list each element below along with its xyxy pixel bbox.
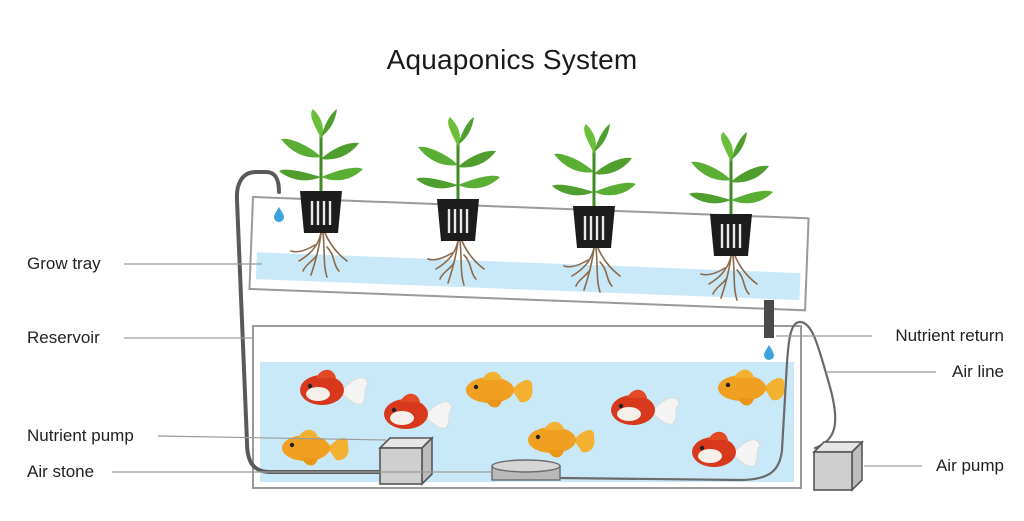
label-air-line: Air line <box>952 362 1004 381</box>
air-line-tube <box>558 320 837 482</box>
nutrient-pump-leader <box>157 435 387 441</box>
air-stone-icon <box>491 459 561 481</box>
nutrient-return-pipe <box>764 300 774 338</box>
reservoir-tank <box>252 325 802 489</box>
water-drop-icon <box>764 345 774 360</box>
pump-box-icon <box>378 436 434 486</box>
pump-box-icon <box>812 440 864 492</box>
label-nutrient-return: Nutrient return <box>895 326 1004 345</box>
grow-tray <box>248 195 810 312</box>
label-nutrient-pump: Nutrient pump <box>27 426 134 445</box>
label-air-pump: Air pump <box>935 456 1004 475</box>
label-grow-tray: Grow tray <box>27 254 101 273</box>
label-reservoir: Reservoir <box>27 328 100 347</box>
nutrient-supply-tube <box>234 170 384 474</box>
label-air-stone: Air stone <box>27 462 95 481</box>
page-title: Aquaponics System <box>386 44 638 75</box>
